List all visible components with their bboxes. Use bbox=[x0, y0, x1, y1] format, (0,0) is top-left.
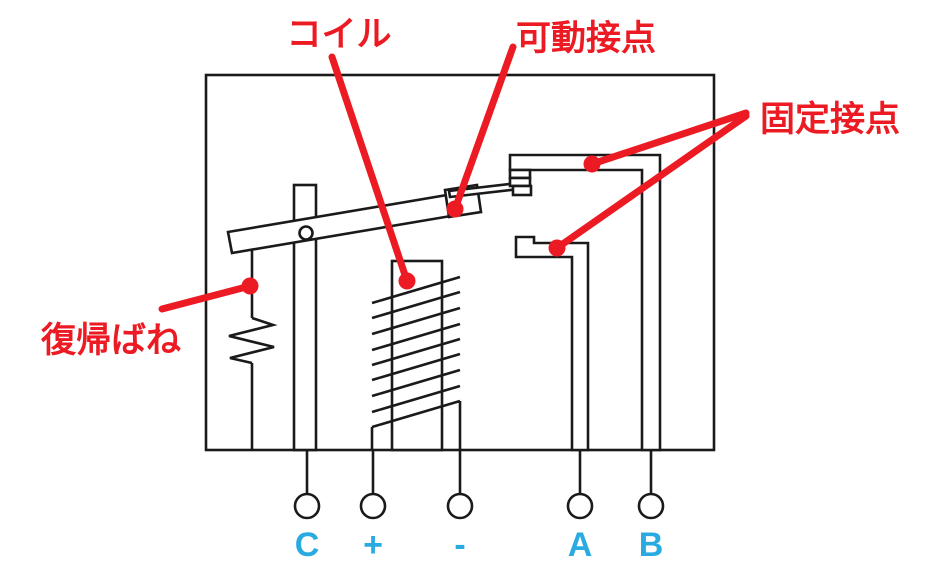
terminal-leads bbox=[305, 450, 653, 494]
terminal-b-circle bbox=[637, 492, 665, 520]
callout-dot-coil bbox=[398, 272, 416, 290]
label-coil: コイル bbox=[286, 15, 391, 54]
callout-dot-return-spring bbox=[241, 277, 259, 295]
armature-support-post bbox=[292, 183, 318, 452]
armature-pivot bbox=[298, 225, 314, 241]
callout-lines bbox=[158, 43, 750, 313]
callout-line-return-spring bbox=[158, 282, 254, 313]
diagram-linework bbox=[204, 73, 716, 520]
callout-line-coil bbox=[328, 53, 411, 285]
terminal-a-circle bbox=[566, 492, 594, 520]
callout-line-fixed-contact-upper bbox=[588, 109, 750, 168]
terminal-circles bbox=[293, 492, 665, 520]
terminal-label-plus: + bbox=[363, 526, 383, 564]
terminal-plus-circle bbox=[359, 492, 387, 520]
terminal-minus-circle bbox=[446, 492, 474, 520]
label-return-spring: 復帰ばね bbox=[40, 321, 181, 360]
label-movable-contact: 可動接点 bbox=[516, 19, 656, 58]
callout-dot-fixed-contact-upper bbox=[583, 155, 601, 173]
callout-dots bbox=[241, 155, 601, 295]
terminal-labels: C + - A B bbox=[295, 526, 664, 564]
annotation-labels: コイル 可動接点 固定接点 復帰ばね bbox=[40, 15, 900, 360]
callout-line-fixed-contact-lower bbox=[553, 112, 750, 252]
terminal-label-a: A bbox=[568, 526, 593, 564]
contact-plate-stack bbox=[508, 168, 533, 197]
relay-case bbox=[204, 73, 716, 452]
callout-dot-movable-contact bbox=[446, 200, 464, 218]
terminal-label-c: C bbox=[295, 526, 320, 564]
fixed-contact-a-bracket bbox=[514, 235, 590, 452]
terminal-c-circle bbox=[293, 492, 321, 520]
terminal-label-minus: - bbox=[454, 526, 465, 564]
callout-dot-fixed-contact-lower bbox=[548, 239, 566, 257]
coil-winding bbox=[370, 275, 462, 450]
label-fixed-contact: 固定接点 bbox=[760, 100, 900, 139]
terminal-label-b: B bbox=[639, 526, 664, 564]
callout-line-movable-contact bbox=[451, 43, 517, 213]
